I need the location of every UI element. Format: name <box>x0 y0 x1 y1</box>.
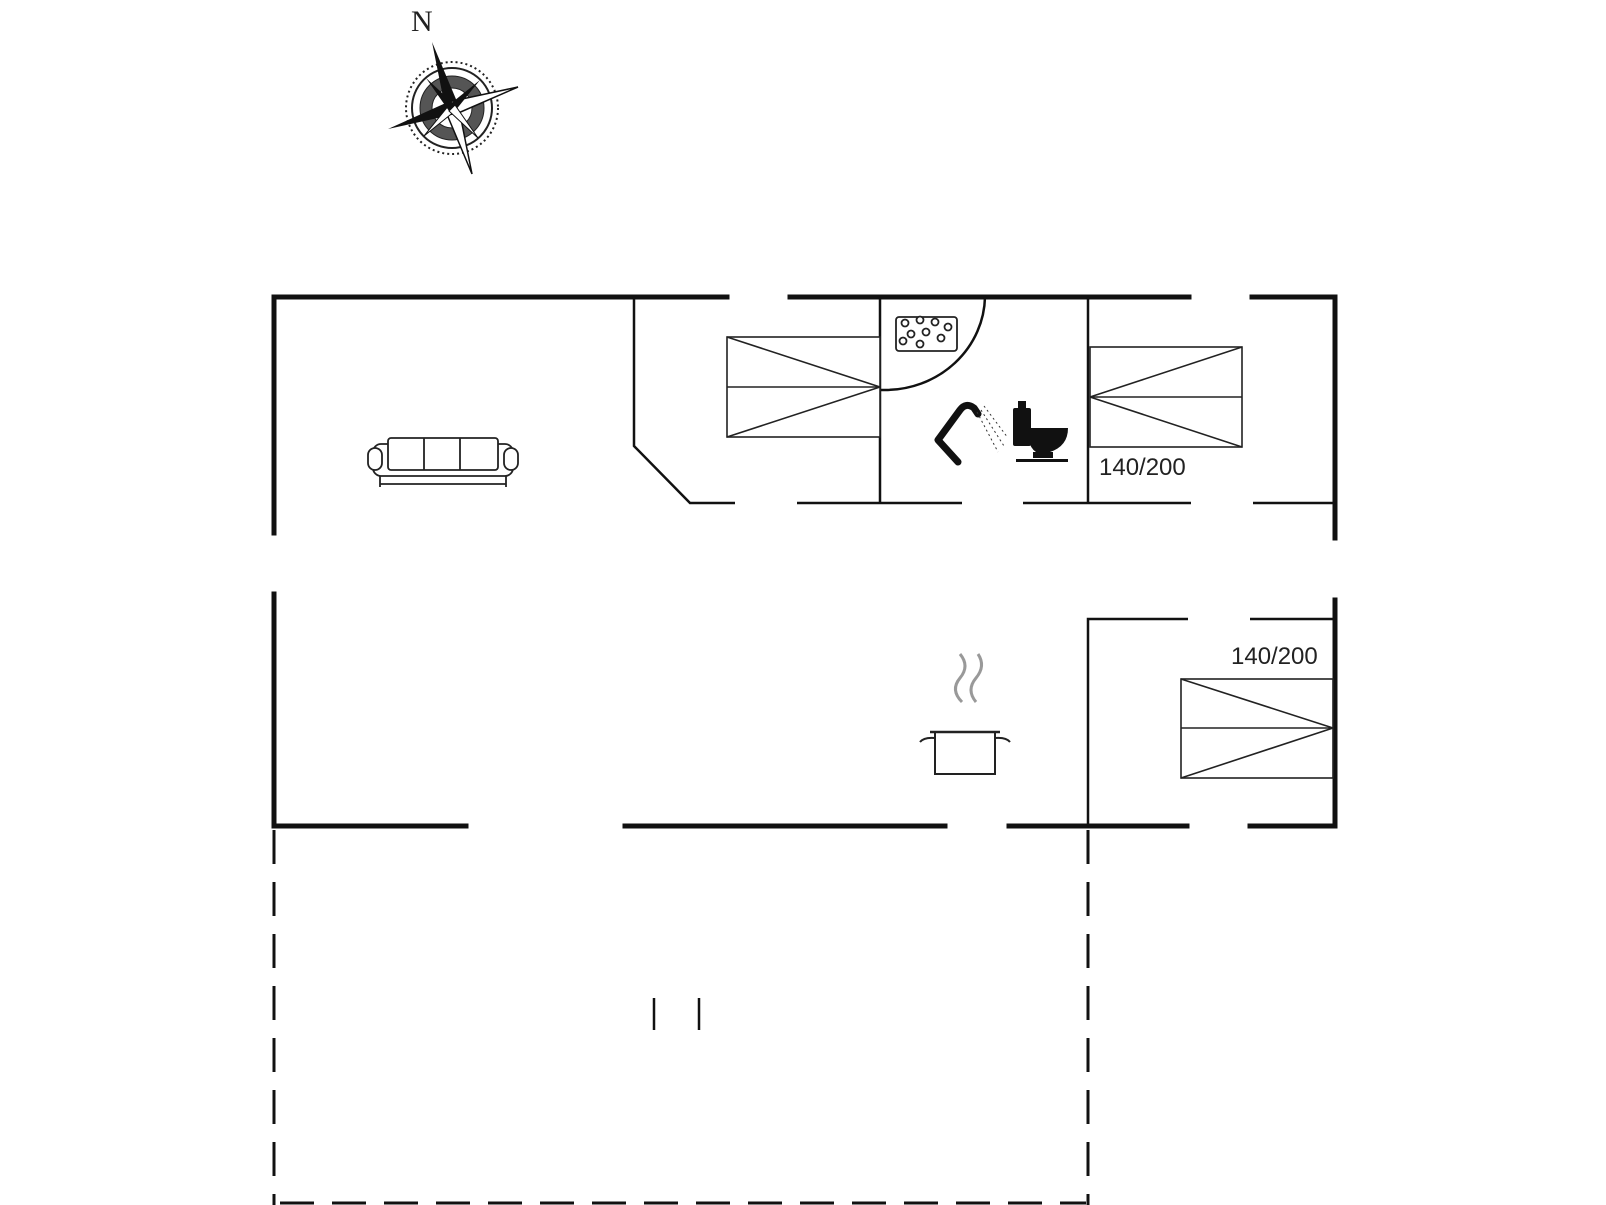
interior-walls <box>632 296 1333 826</box>
sofa-icon <box>367 437 519 487</box>
bed: 140/200 <box>1089 346 1243 481</box>
exterior-walls <box>271 294 1338 829</box>
terrace-outline <box>272 830 1090 1205</box>
cooking-pot-icon <box>919 653 1011 775</box>
sauna-icon <box>895 315 958 352</box>
bed-size-label: 140/200 <box>1099 454 1186 481</box>
bed-size-label: 140/200 <box>1231 643 1318 670</box>
north-label: N <box>411 5 433 38</box>
shower-icon <box>934 401 1009 466</box>
toilet-icon <box>1013 401 1068 462</box>
bed: 140/200 <box>1180 643 1334 779</box>
bed <box>726 336 881 438</box>
compass-rose-icon: N <box>388 5 519 175</box>
